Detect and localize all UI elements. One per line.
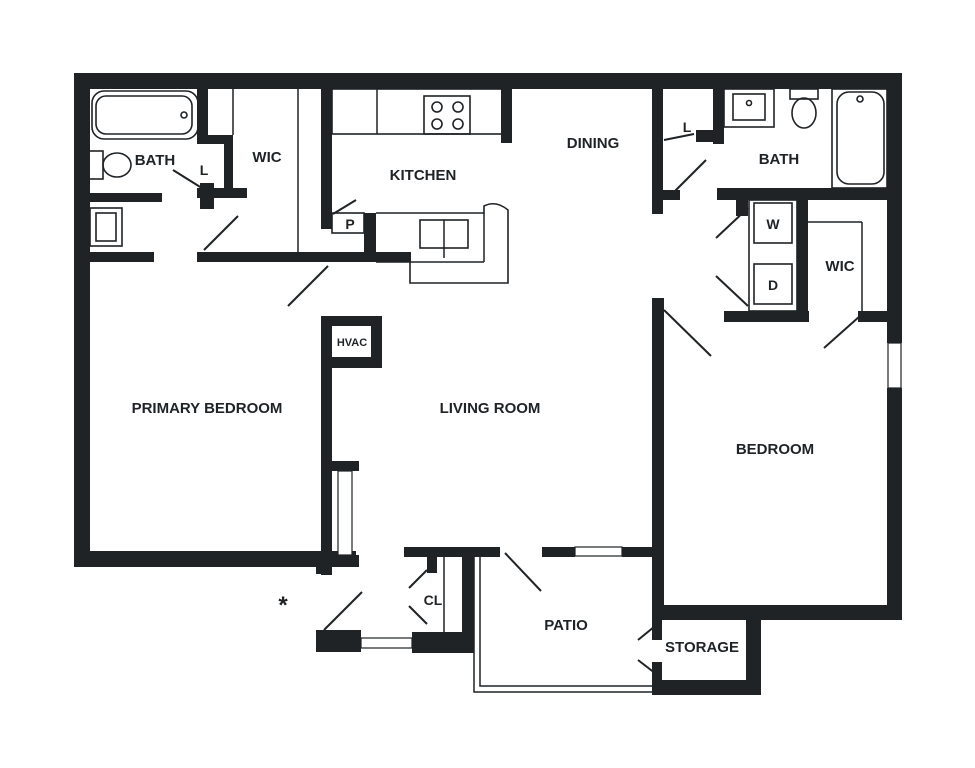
sink-icon [723, 88, 775, 128]
room-label-patio: PATIO [544, 617, 588, 634]
pantry-label: P [345, 216, 354, 232]
toilet-icon [88, 150, 104, 180]
toilet-icon [791, 97, 817, 129]
exterior-walls [74, 73, 902, 695]
stove-icon [423, 95, 471, 135]
room-label-wic-left: WIC [252, 149, 281, 166]
doors [172, 133, 861, 678]
room-label-bedroom: BEDROOM [736, 441, 814, 458]
entry-marker: * [278, 592, 288, 619]
laundry-left-label: L [200, 162, 209, 178]
bathtub-icon [91, 90, 199, 140]
windows [337, 342, 902, 649]
washer-label: W [766, 216, 780, 232]
right-bath-fixtures [723, 88, 888, 189]
interior-walls [90, 89, 902, 695]
marker-labels: L L P HVAC CL W D * [200, 119, 781, 619]
closet-label: CL [424, 592, 443, 608]
dryer-icon [753, 263, 793, 305]
laundry-fixtures [748, 199, 798, 312]
room-label-bath-left: BATH [135, 152, 176, 169]
bathtub-icon [831, 88, 888, 189]
room-labels: BATH WIC KITCHEN DINING BATH WIC PRIMARY… [132, 135, 855, 656]
sink-icon [89, 207, 123, 247]
room-label-kitchen: KITCHEN [390, 167, 457, 184]
room-label-wic-right: WIC [825, 258, 854, 275]
room-label-primary-bedroom: PRIMARY BEDROOM [132, 400, 283, 417]
left-bath-fixtures [88, 90, 199, 247]
room-label-bath-right: BATH [759, 151, 800, 168]
hvac-label: HVAC [337, 337, 367, 349]
room-label-storage: STORAGE [665, 639, 739, 656]
laundry-right-label: L [683, 119, 692, 135]
room-label-living-room: LIVING ROOM [440, 400, 541, 417]
room-label-dining: DINING [567, 135, 620, 152]
kitchen-fixtures [331, 88, 509, 284]
closet-shelving [232, 89, 863, 693]
dryer-label: D [768, 277, 778, 293]
washer-icon [753, 202, 793, 244]
